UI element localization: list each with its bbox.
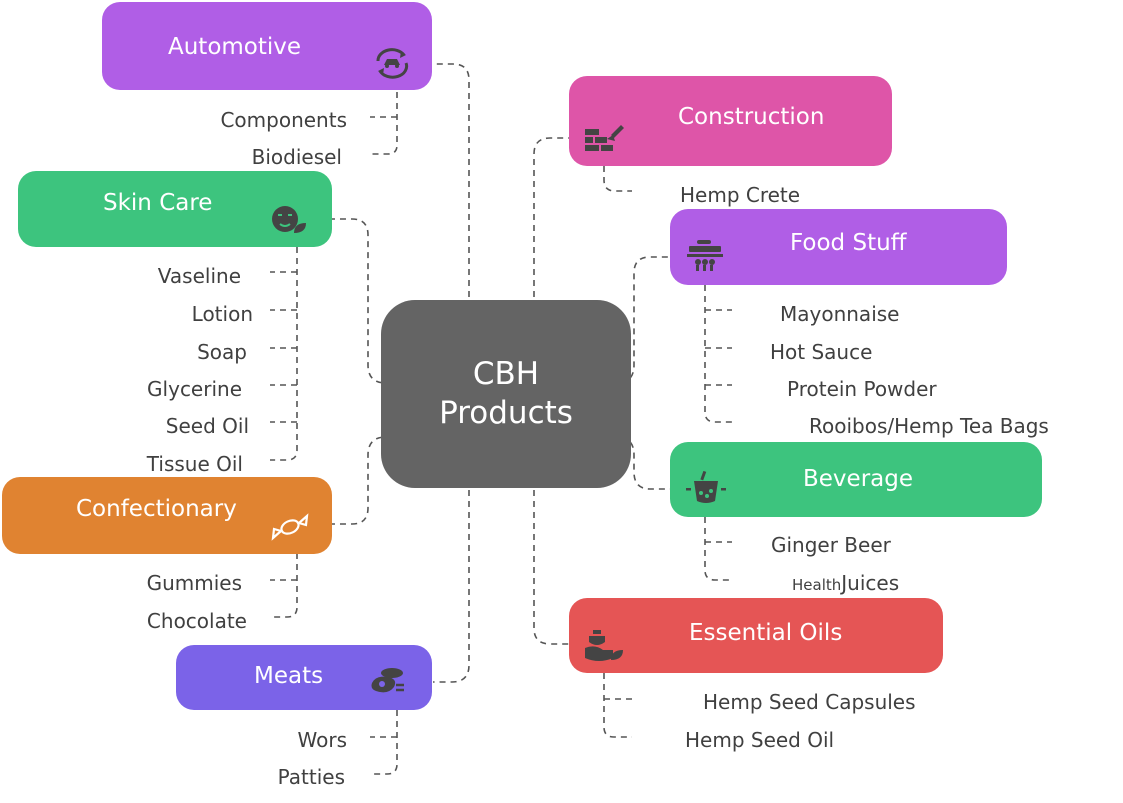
leaf-protein-powder: Protein Powder [787, 377, 937, 401]
node-beverage[interactable]: Beverage [670, 442, 1042, 517]
leaf-wors: Wors [297, 728, 347, 752]
leaf-seed-oil: Seed Oil [165, 414, 249, 438]
leaf-chocolate: Chocolate [146, 609, 247, 633]
leaf-mayonnaise: Mayonnaise [780, 302, 900, 326]
car-recycle-icon [376, 48, 409, 79]
leaf-vaseline: Vaseline [157, 264, 241, 288]
node-label: Food Stuff [790, 230, 907, 256]
oil-hand-icon [585, 630, 623, 661]
node-label: Construction [678, 104, 825, 130]
leaf-health-juices: HealthJuices [792, 571, 899, 595]
node-label: Meats [254, 663, 324, 689]
leaf-hemp-seed-oil: Hemp Seed Oil [685, 728, 835, 752]
node-label: Essential Oils [689, 620, 843, 646]
node-construction[interactable]: Construction [569, 76, 892, 166]
leaf-components: Components [220, 108, 347, 132]
face-leaf-icon [272, 206, 306, 233]
leaf-soap: Soap [197, 340, 247, 364]
leaf-patties: Patties [277, 765, 345, 789]
node-label: Confectionary [76, 496, 237, 522]
leaf-juices: Juices [841, 571, 900, 595]
center-node: CBH Products [381, 300, 631, 488]
node-meats[interactable]: Meats [176, 645, 432, 710]
leaf-lotion: Lotion [191, 302, 253, 326]
bubble-tea-icon [686, 471, 726, 503]
leaf-glycerine: Glycerine [147, 377, 242, 401]
cooking-pot-icon [687, 240, 723, 271]
leaf-hemp-seed-capsules: Hemp Seed Capsules [703, 690, 916, 714]
node-food-stuff[interactable]: Food Stuff [670, 209, 1007, 285]
meat-icon [371, 668, 404, 693]
node-skin-care[interactable]: Skin Care [18, 171, 332, 247]
node-automotive[interactable]: Automotive [102, 2, 432, 90]
leaf-biodiesel: Biodiesel [251, 145, 342, 169]
leaf-health-prefix: Health [792, 576, 842, 594]
brick-trowel-icon [585, 125, 624, 151]
leaf-hot-sauce: Hot Sauce [770, 340, 873, 364]
leaf-hemp-crete: Hemp Crete [680, 183, 801, 207]
node-label: Beverage [803, 466, 913, 492]
center-title-line1: CBH [472, 356, 540, 392]
node-essential-oils[interactable]: Essential Oils [569, 598, 943, 673]
leaf-rooibos-hemp-tea-bags: Rooibos/Hemp Tea Bags [809, 414, 1049, 438]
node-confectionary[interactable]: Confectionary [2, 477, 332, 554]
leaf-gummies: Gummies [146, 571, 242, 595]
candy-icon [271, 513, 309, 541]
leaf-tissue-oil: Tissue Oil [146, 452, 243, 476]
leaf-ginger-beer: Ginger Beer [771, 533, 891, 557]
node-label: Skin Care [103, 190, 213, 216]
center-title-line2: Products [439, 395, 573, 431]
node-label: Automotive [168, 34, 302, 60]
